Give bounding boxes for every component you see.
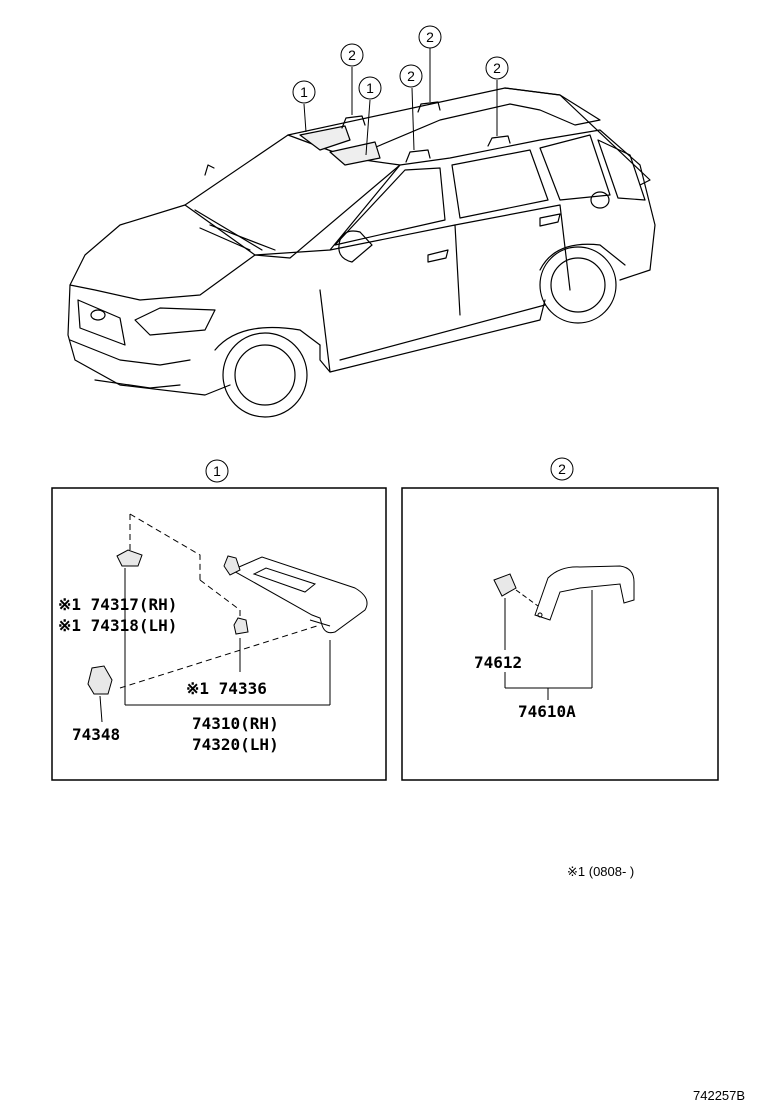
car-callouts: 1 2 1 2 2 2 — [292, 25, 509, 104]
callout-circle: 2 — [340, 43, 364, 67]
svg-text:2: 2 — [348, 47, 356, 63]
svg-text:1: 1 — [366, 80, 374, 96]
panel-2-callout: 2 — [550, 457, 574, 481]
footnote: ※1 (0808- ) — [567, 864, 634, 879]
callout-circle: 2 — [485, 56, 509, 80]
car-callout-leaders — [303, 48, 498, 156]
panel-1-callout: 1 — [205, 459, 229, 483]
part-label-74348: 74348 — [72, 725, 120, 744]
part-label-74612: 74612 — [474, 653, 522, 672]
svg-text:2: 2 — [426, 29, 434, 45]
panel-2-frame — [401, 487, 719, 781]
svg-text:1: 1 — [300, 84, 308, 100]
part-label-74336: ※1 74336 — [186, 679, 267, 698]
car-illustration — [67, 87, 656, 418]
part-label-74320: 74320(LH) — [192, 735, 279, 754]
panel-1-labels: ※1 74317(RH) ※1 74318(LH) ※1 74336 74348… — [58, 595, 279, 754]
callout-circle: 1 — [292, 80, 316, 104]
panel-2-labels: 74612 74610A — [474, 653, 576, 721]
svg-text:1: 1 — [213, 463, 221, 479]
callout-circle: 1 — [358, 76, 382, 100]
diagram-code: 742257B — [693, 1088, 745, 1103]
part-label-74318: ※1 74318(LH) — [58, 616, 177, 635]
callout-circle: 2 — [399, 64, 423, 88]
part-label-74310: 74310(RH) — [192, 714, 279, 733]
svg-text:2: 2 — [558, 461, 566, 477]
part-label-74610A: 74610A — [518, 702, 576, 721]
svg-text:2: 2 — [493, 60, 501, 76]
callout-circle: 2 — [418, 25, 442, 49]
panel-1-drawing — [87, 513, 368, 723]
panel-2-drawing — [493, 565, 635, 700]
part-label-74317: ※1 74317(RH) — [58, 595, 177, 614]
panel-1-frame — [51, 487, 387, 781]
svg-text:2: 2 — [407, 68, 415, 84]
